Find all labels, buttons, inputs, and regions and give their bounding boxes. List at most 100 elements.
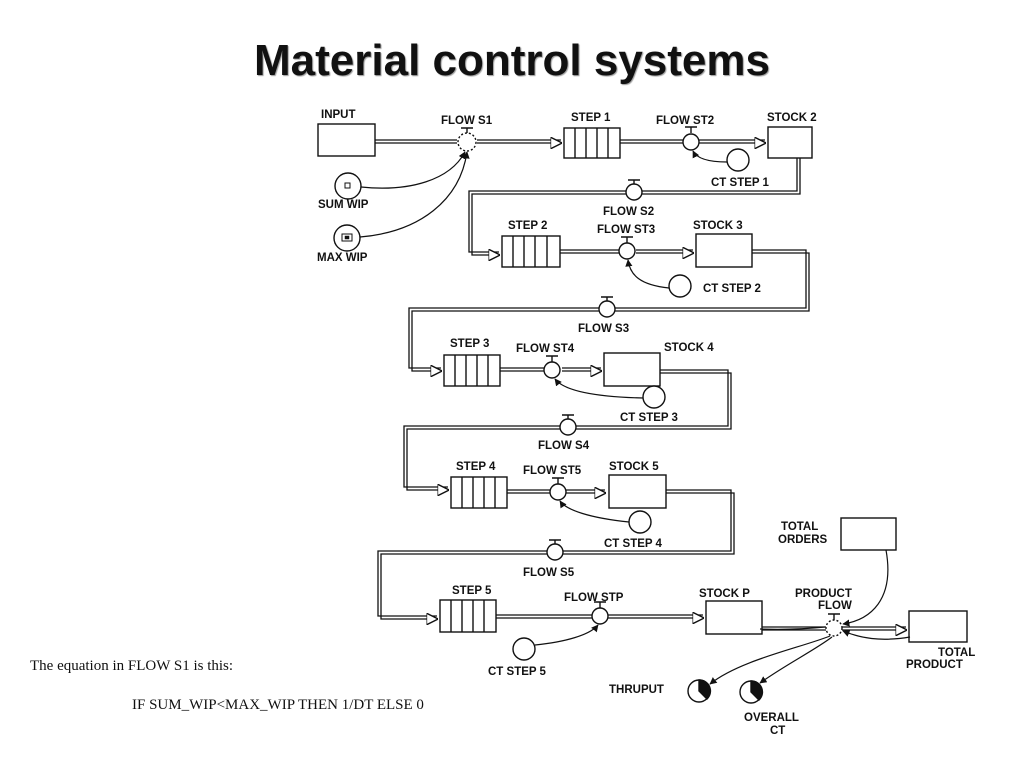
overall-ct-clock bbox=[739, 680, 764, 704]
flow-s5-valve bbox=[546, 539, 564, 561]
label-flow-s1: FLOW S1 bbox=[441, 115, 493, 127]
pipe-stock-p-product-flow bbox=[762, 626, 826, 631]
flow-s3-valve bbox=[598, 296, 616, 318]
label-overall-ct-2: CT bbox=[770, 725, 785, 737]
link-ct-step1-flow-st2 bbox=[692, 150, 728, 163]
flow-s4-valve bbox=[559, 414, 577, 436]
pipe-flow-st3-stock3 bbox=[636, 250, 693, 253]
label-flow-st2: FLOW ST2 bbox=[656, 115, 714, 127]
label-ct-step4: CT STEP 4 bbox=[604, 538, 663, 550]
total-product-box bbox=[908, 610, 968, 643]
pipe-step1-flow-st2 bbox=[620, 139, 683, 144]
label-stock5: STOCK 5 bbox=[609, 461, 659, 473]
flow-s2-valve bbox=[625, 179, 643, 201]
stock5-box bbox=[608, 474, 667, 509]
label-stock3: STOCK 3 bbox=[693, 220, 743, 232]
label-thruput: THRUPUT bbox=[609, 684, 664, 696]
label-step5: STEP 5 bbox=[452, 585, 492, 597]
label-stock-p: STOCK P bbox=[699, 588, 750, 600]
ct-step3-converter bbox=[642, 385, 666, 409]
pipe-stock2-step2 bbox=[468, 158, 801, 255]
label-ct-step5: CT STEP 5 bbox=[488, 666, 547, 678]
pipe-step5-flow-stp bbox=[496, 614, 592, 619]
label-flow-stp: FLOW STP bbox=[564, 592, 624, 604]
label-total-orders-1: TOTAL bbox=[781, 521, 818, 533]
pipe-step3-flow-st4 bbox=[500, 367, 545, 372]
label-flow-st5: FLOW ST5 bbox=[523, 465, 582, 477]
label-max-wip: MAX WIP bbox=[317, 252, 368, 264]
link-stock-p-product-flow bbox=[759, 626, 826, 630]
step3-conveyor bbox=[443, 354, 501, 387]
pipe-flow-st5-stock5 bbox=[566, 490, 605, 493]
flow-st3-valve bbox=[618, 236, 636, 260]
product-flow-valve bbox=[825, 613, 843, 637]
flow-stp-valve bbox=[591, 601, 609, 625]
link-ct-step5-flow-stp bbox=[534, 624, 599, 646]
link-ct-step4-flow-st5 bbox=[559, 500, 630, 523]
label-step3: STEP 3 bbox=[450, 338, 489, 350]
stock-p-box bbox=[705, 600, 763, 635]
pipe-flow-s1-step1 bbox=[477, 140, 561, 143]
label-total-product-2: PRODUCT bbox=[906, 659, 963, 671]
link-ct-step2-flow-st3 bbox=[625, 259, 670, 289]
total-orders-box bbox=[840, 517, 897, 551]
label-ct-step2: CT STEP 2 bbox=[703, 283, 761, 295]
label-ct-step1: CT STEP 1 bbox=[711, 177, 770, 189]
step5-conveyor bbox=[439, 599, 497, 633]
flow-st5-valve bbox=[549, 477, 567, 501]
flow-st4-valve bbox=[543, 355, 561, 379]
equation-formula: IF SUM_WIP<MAX_WIP THEN 1/DT ELSE 0 bbox=[132, 697, 424, 713]
link-ct-step3-flow-st4 bbox=[554, 378, 644, 399]
label-stock4: STOCK 4 bbox=[664, 342, 714, 354]
link-total-product-product-flow bbox=[842, 630, 911, 640]
label-input: INPUT bbox=[321, 109, 356, 121]
label-flow-s5: FLOW S5 bbox=[523, 567, 575, 579]
link-product-flow-overall-ct bbox=[759, 636, 833, 684]
link-total-orders-product-flow bbox=[842, 549, 889, 627]
label-step1: STEP 1 bbox=[571, 112, 611, 124]
label-step2: STEP 2 bbox=[508, 220, 547, 232]
label-sum-wip: SUM WIP bbox=[318, 199, 369, 211]
label-total-product-1: TOTAL bbox=[938, 647, 975, 659]
thruput-clock bbox=[687, 679, 712, 703]
stock4-box bbox=[603, 352, 661, 387]
label-step4: STEP 4 bbox=[456, 461, 496, 473]
input-stock bbox=[317, 123, 376, 157]
slide-title: Material control systems bbox=[254, 36, 770, 85]
label-product-flow-1: PRODUCT bbox=[795, 588, 852, 600]
step4-conveyor bbox=[450, 476, 508, 509]
pipe-flow-stp-stock-p bbox=[608, 615, 703, 618]
step1-conveyor bbox=[563, 127, 621, 159]
label-flow-s2: FLOW S2 bbox=[603, 206, 654, 218]
equation-intro: The equation in FLOW S1 is this: bbox=[30, 658, 234, 674]
sum-wip-converter bbox=[334, 172, 362, 200]
stock3-box bbox=[695, 233, 753, 268]
label-total-orders-2: ORDERS bbox=[778, 534, 828, 546]
label-stock2: STOCK 2 bbox=[767, 112, 817, 124]
max-wip-converter bbox=[333, 224, 361, 252]
link-product-flow-thruput bbox=[709, 635, 831, 685]
ct-step2-converter bbox=[668, 274, 692, 298]
link-sum-wip-flow-s1 bbox=[360, 151, 466, 189]
pipe-input-flow-s1 bbox=[375, 139, 457, 144]
label-flow-s4: FLOW S4 bbox=[538, 440, 590, 452]
flow-st2-valve bbox=[682, 126, 700, 151]
pipe-step4-flow-st5 bbox=[507, 489, 551, 494]
pipe-step2-flow-st3 bbox=[560, 249, 619, 254]
pipe-flow-st2-stock2 bbox=[699, 140, 765, 143]
ct-step1-converter bbox=[726, 148, 750, 172]
flow-s1-valve bbox=[457, 127, 477, 152]
step2-conveyor bbox=[501, 235, 561, 268]
label-flow-st4: FLOW ST4 bbox=[516, 343, 575, 355]
label-ct-step3: CT STEP 3 bbox=[620, 412, 678, 424]
ct-step4-converter bbox=[628, 510, 652, 534]
link-max-wip-flow-s1 bbox=[359, 151, 470, 238]
pipe-product-flow-total-product bbox=[842, 627, 906, 630]
pipe-flow-st4-stock4 bbox=[562, 368, 601, 371]
label-flow-st3: FLOW ST3 bbox=[597, 224, 655, 236]
label-product-flow-2: FLOW bbox=[818, 600, 852, 612]
label-overall-ct-1: OVERALL bbox=[744, 712, 799, 724]
ct-step5-converter bbox=[512, 637, 536, 661]
label-flow-s3: FLOW S3 bbox=[578, 323, 629, 335]
